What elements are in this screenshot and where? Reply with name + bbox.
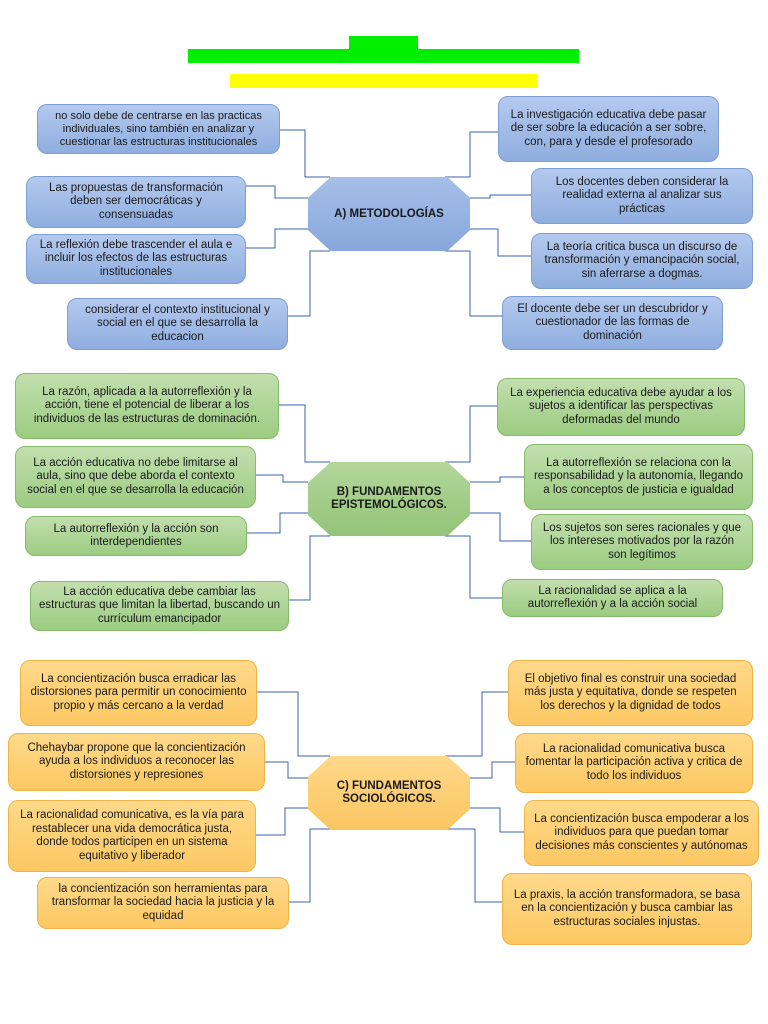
epistemological-left-3: La autorreflexión y la acción son interd…	[25, 516, 247, 556]
epistemological-left-4: La acción educativa debe cambiar las est…	[30, 581, 289, 631]
epistemological-right-3: Los sujetos son seres racionales y que l…	[531, 514, 753, 570]
connector-line	[470, 761, 515, 779]
methodologies-node: A) METODOLOGÍAS	[308, 177, 470, 251]
connector-line	[468, 194, 531, 199]
connector-line	[445, 828, 502, 903]
methodologies-right-2: Los docentes deben considerar la realida…	[531, 168, 753, 224]
connector-line	[445, 131, 498, 178]
connector-line	[256, 807, 308, 836]
title-bar-top-tab	[349, 36, 418, 50]
connector-line	[445, 405, 497, 463]
connector-line	[246, 185, 308, 199]
epistemological-right-2: La autorreflexión se relaciona con la re…	[524, 444, 753, 510]
methodologies-right-3: La teoría critica busca un discurso de t…	[531, 233, 753, 289]
connector-line	[470, 476, 524, 483]
epistemological-left-2: La acción educativa no debe limitarse al…	[15, 446, 256, 508]
sociological-node: C) FUNDAMENTOS SOCIOLÓGICOS.	[308, 756, 470, 830]
epistemological-right-4: La racionalidad se aplica a la autorrefl…	[502, 579, 723, 617]
sociological-right-3: La concientización busca empoderar a los…	[524, 800, 759, 866]
methodologies-right-4: El docente debe ser un descubridor y cue…	[502, 296, 723, 350]
sociological-left-2: Chehaybar propone que la concientización…	[8, 733, 265, 791]
connector-line	[265, 761, 308, 779]
sociological-left-4: la concientización son herramientas para…	[37, 877, 289, 929]
sociological-right-4: La praxis, la acción transformadora, se …	[502, 873, 752, 945]
connector-line	[445, 250, 502, 317]
methodologies-left-3: La reflexión debe trascender el aula e i…	[26, 234, 246, 284]
methodologies-left-1: no solo debe de centrarse en las practic…	[37, 104, 280, 154]
sociological-right-1: El objetivo final es construir una socie…	[508, 660, 753, 726]
connector-line	[470, 807, 524, 833]
connector-line	[279, 404, 330, 463]
epistemological-node: B) FUNDAMENTOS EPISTEMOLÓGICOS.	[308, 462, 470, 536]
connector-line	[289, 535, 330, 601]
sociological-right-2: La racionalidad comunicativa busca fomen…	[515, 733, 753, 793]
connector-line	[288, 250, 330, 317]
methodologies-left-2: Las propuestas de transformación deben s…	[26, 176, 246, 228]
connector-line	[257, 691, 330, 757]
connector-line	[246, 228, 308, 249]
title-bar	[188, 49, 579, 63]
connector-line	[280, 129, 330, 178]
sociological-left-1: La concientización busca erradicar las d…	[20, 660, 257, 726]
epistemological-left-1: La razón, aplicada a la autorreflexión y…	[15, 373, 279, 439]
connector-line	[445, 535, 502, 599]
subtitle-bar	[230, 74, 537, 88]
sociological-left-3: La racionalidad comunicativa, es la vía …	[8, 800, 256, 872]
connector-line	[468, 228, 531, 257]
methodologies-right-1: La investigación educativa debe pasar de…	[498, 96, 719, 162]
methodologies-left-4: considerar el contexto institucional y s…	[67, 298, 288, 350]
epistemological-right-1: La experiencia educativa debe ayudar a l…	[497, 378, 745, 436]
connector-line	[247, 512, 308, 534]
connector-line	[470, 512, 531, 542]
connector-line	[256, 474, 308, 483]
connector-line	[289, 828, 330, 903]
connector-line	[445, 691, 508, 757]
